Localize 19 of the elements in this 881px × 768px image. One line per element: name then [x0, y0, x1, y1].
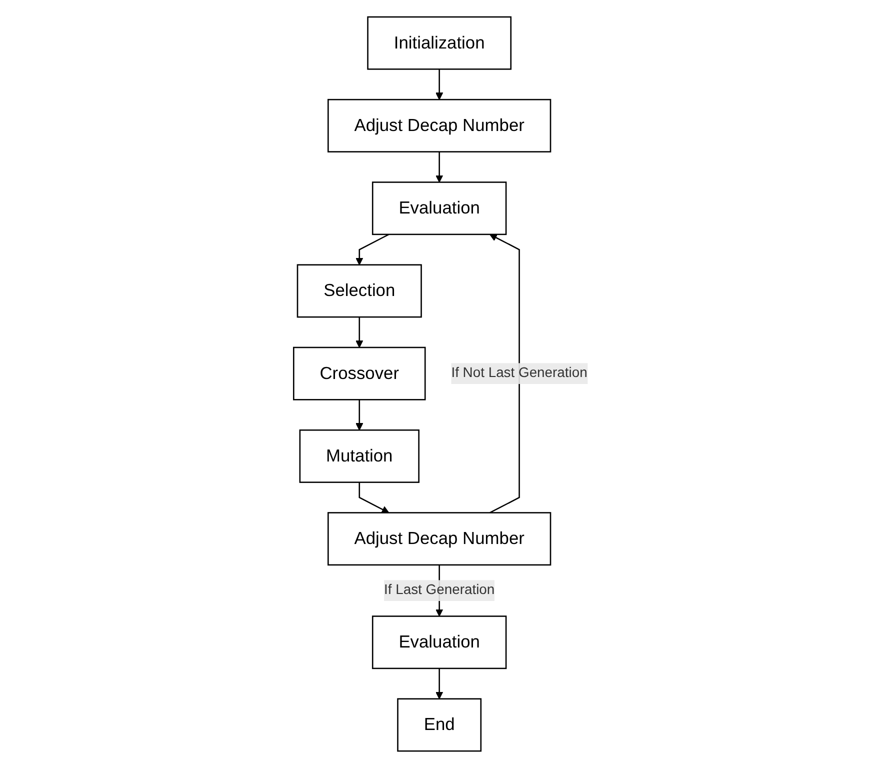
arrow — [356, 317, 364, 348]
node-box: Adjust Decap Number — [328, 98, 552, 152]
edge-label: If Last Generation — [384, 582, 495, 598]
arrow — [436, 69, 444, 100]
arrow — [436, 668, 444, 700]
node-box: Evaluation — [372, 182, 507, 236]
arrow — [436, 152, 444, 183]
node-box: Selection — [296, 264, 422, 318]
arrow — [489, 234, 520, 514]
arrow — [356, 234, 390, 266]
node-box: Evaluation — [372, 616, 507, 670]
node-box: End — [397, 698, 482, 752]
node-box: Initialization — [367, 16, 512, 70]
node-box: Adjust Decap Number — [328, 512, 552, 566]
arrow — [358, 482, 390, 514]
arrow — [356, 400, 364, 430]
edge-label: If Not Last Generation — [451, 366, 588, 381]
node-box: Crossover — [293, 346, 426, 400]
node-box: Mutation — [299, 429, 420, 483]
